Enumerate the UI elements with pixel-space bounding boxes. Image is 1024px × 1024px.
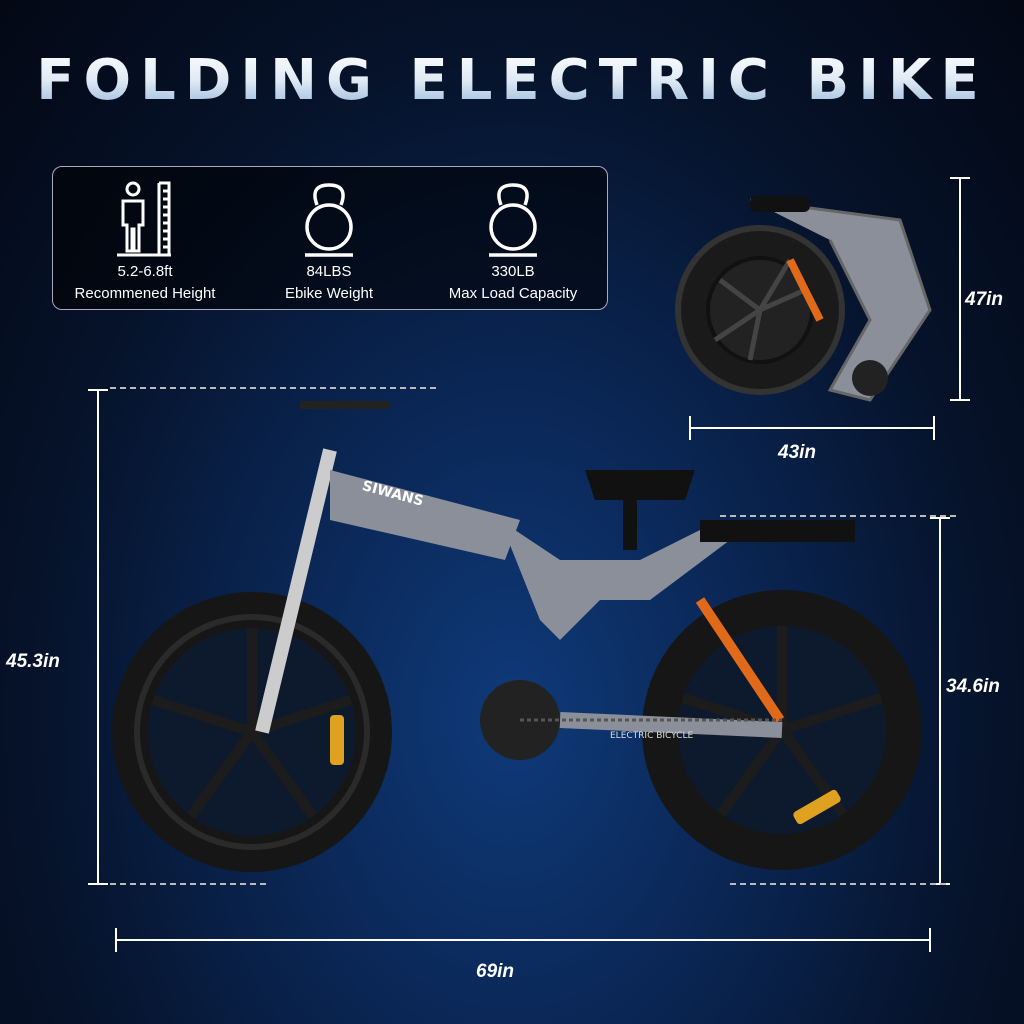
spec-label: Recommened Height: [74, 285, 216, 302]
folded-length-label: 43in: [777, 442, 816, 463]
kettlebell-icon: [489, 183, 537, 257]
folded-bike-image: [675, 196, 932, 402]
spec-label: Ebike Weight: [284, 285, 374, 302]
page-title: FOLDING ELECTRIC BIKE: [0, 48, 1024, 113]
overall-height-label: 45.3in: [5, 651, 60, 672]
chainstay-text: ELECTRIC BICYCLE: [610, 731, 693, 741]
spec-weight: 84LBS Ebike Weight: [237, 167, 421, 309]
kettlebell-icon: [305, 183, 353, 257]
spec-value: 330LB: [491, 263, 535, 280]
folded-height-label: 47in: [964, 289, 1003, 310]
spec-panel: 5.2-6.8ft Recommened Height 84LBS Ebike …: [52, 166, 608, 310]
length-label: 69in: [476, 961, 514, 982]
spec-label: Max Load Capacity: [448, 285, 578, 302]
spec-value: 84LBS: [306, 263, 352, 280]
seat-height-label: 34.6in: [946, 676, 1000, 697]
spec-height: 5.2-6.8ft Recommened Height: [53, 167, 237, 309]
spec-load: 330LB Max Load Capacity: [421, 167, 605, 309]
electric-bike-image: SIWANS ELECTRIC BICYCLE: [112, 401, 922, 872]
spec-value: 5.2-6.8ft: [117, 263, 173, 280]
dimension-lines: [88, 177, 970, 952]
person-height-icon: [117, 181, 171, 257]
